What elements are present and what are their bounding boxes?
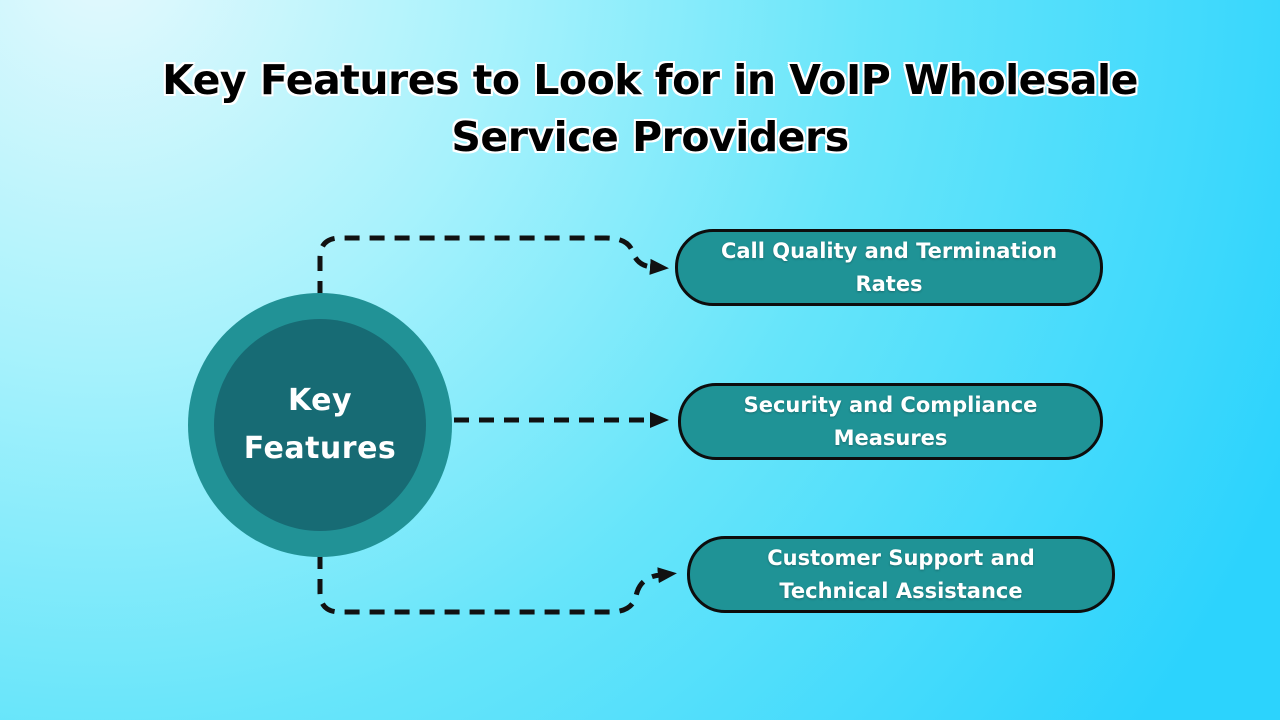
feature-box-call-quality: Call Quality and Termination Rates xyxy=(675,229,1103,306)
hub-circle-core: Key Features xyxy=(214,319,426,531)
feature-label: Security and Compliance Measures xyxy=(743,392,1038,450)
feature-box-security-compliance: Security and Compliance Measures xyxy=(678,383,1103,460)
feature-label: Call Quality and Termination Rates xyxy=(720,238,1058,296)
feature-box-customer-support: Customer Support and Technical Assistanc… xyxy=(687,536,1115,613)
hub-circle: Key Features xyxy=(188,293,452,557)
page-title: Key Features to Look for in VoIP Wholesa… xyxy=(162,56,1138,162)
hub-label: Key Features xyxy=(243,383,397,466)
connector-top xyxy=(317,235,669,296)
feature-label: Customer Support and Technical Assistanc… xyxy=(767,545,1035,603)
connector-bottom xyxy=(317,554,677,615)
